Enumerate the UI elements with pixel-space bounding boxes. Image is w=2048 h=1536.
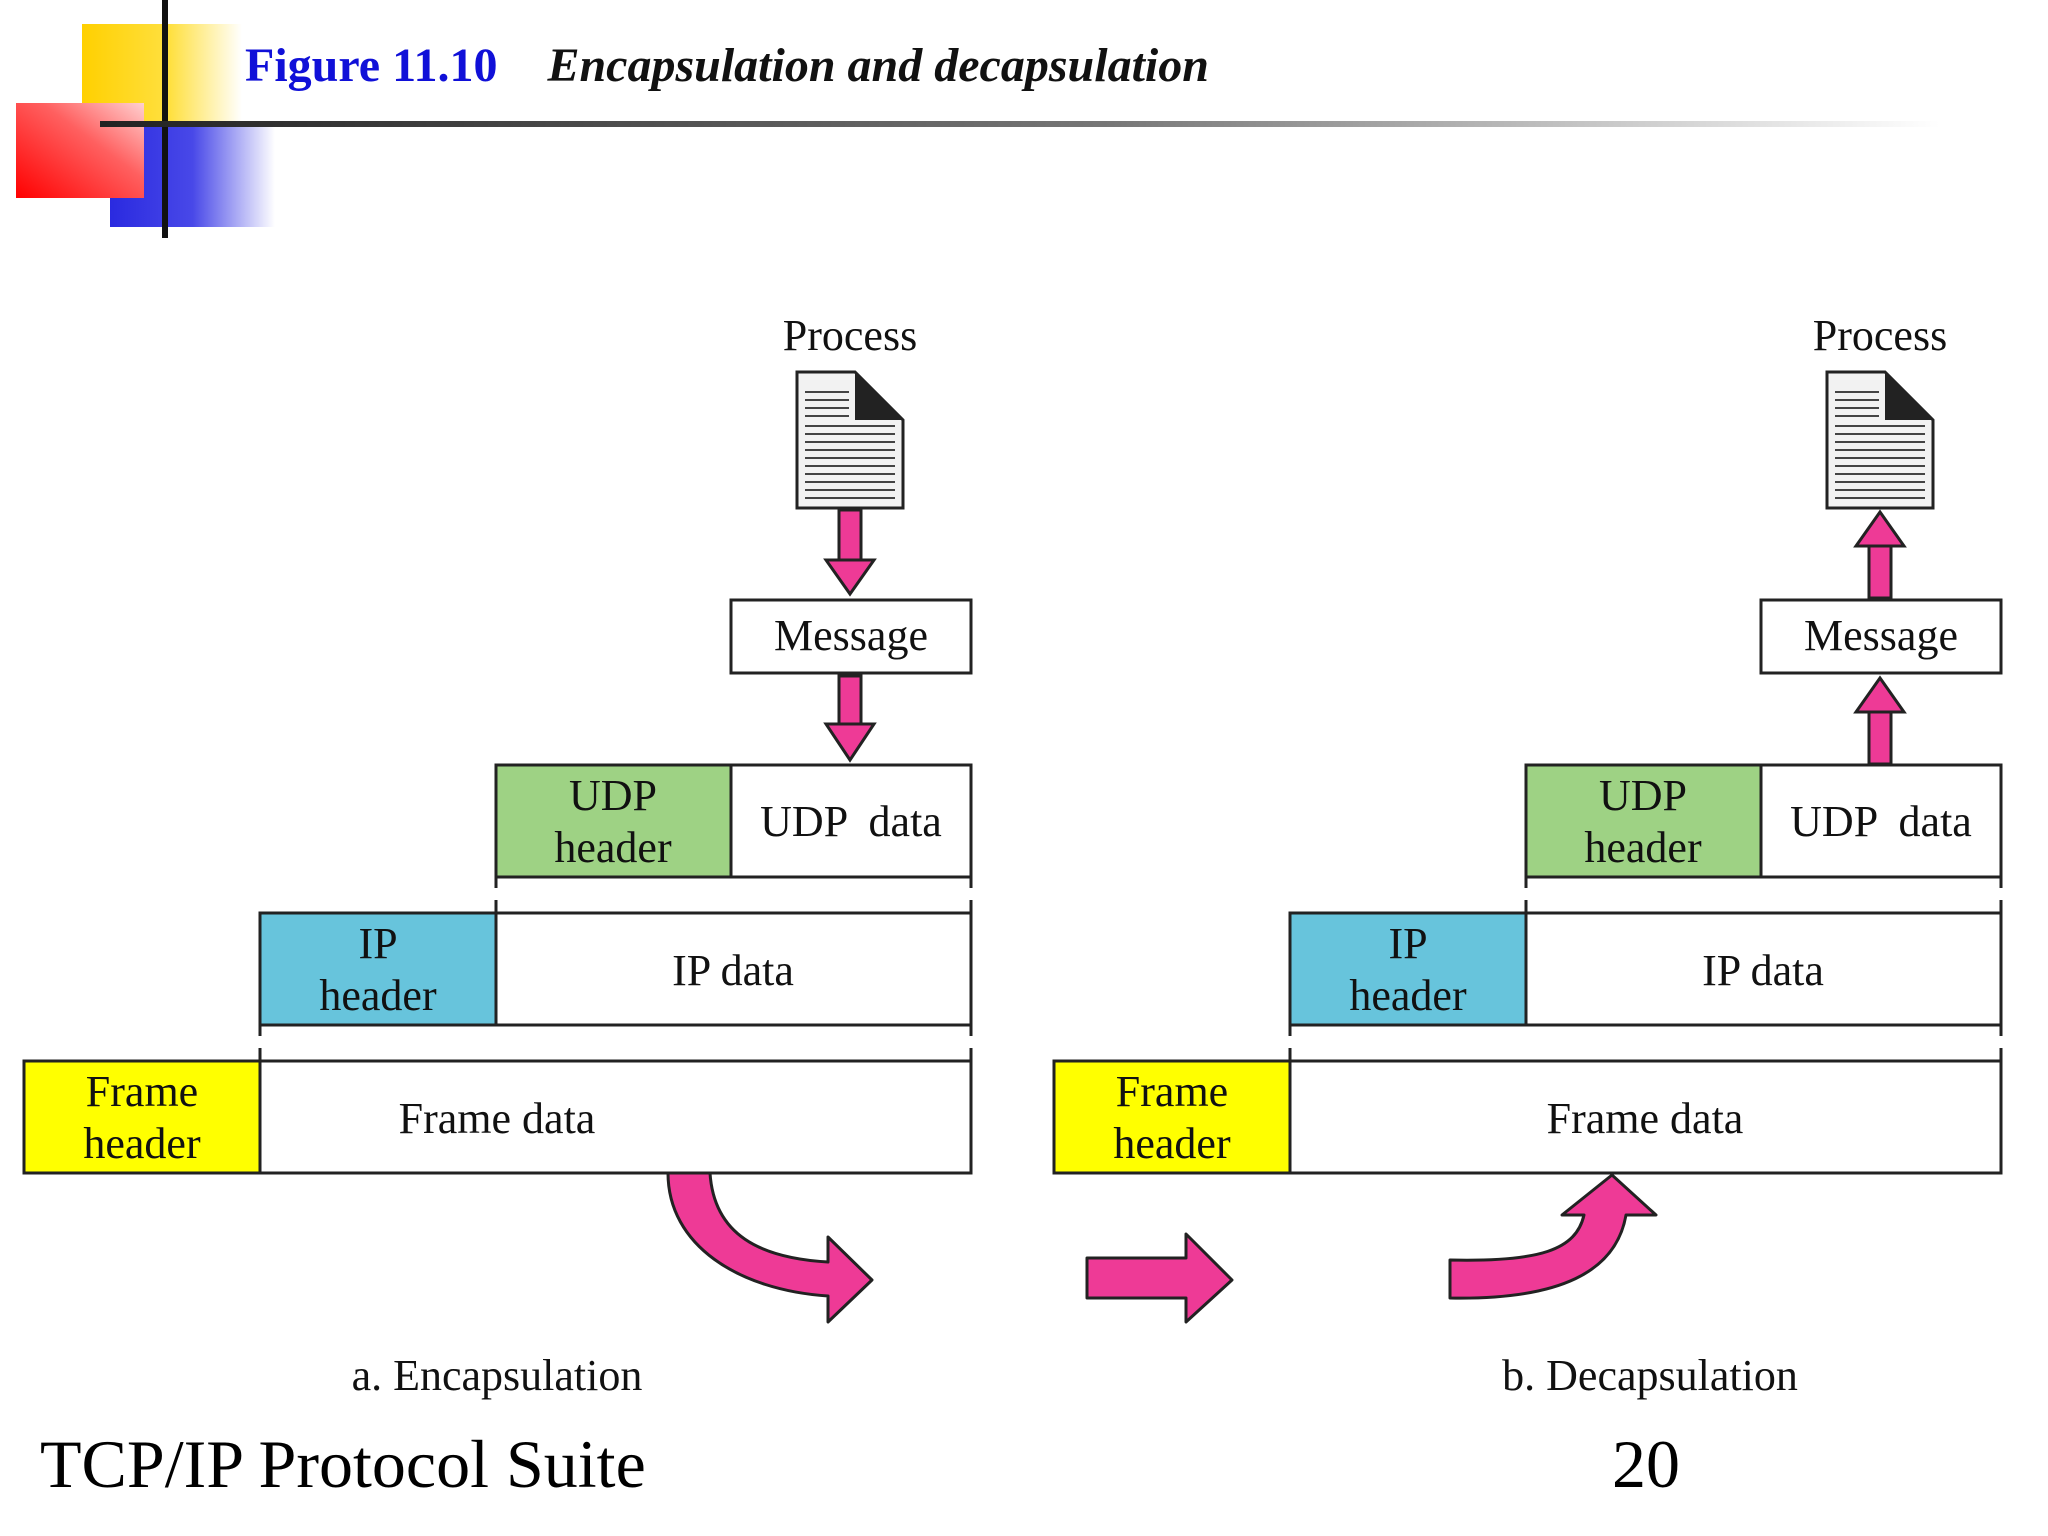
slide-decoration	[16, 0, 1940, 238]
enc-down-arrow-1	[823, 508, 877, 597]
dec-frame-header-line1: Frame	[1116, 1067, 1228, 1116]
title-rule	[100, 121, 1940, 127]
enc-frame-data	[258, 1059, 973, 1175]
dec-frame-data-label: Frame data	[1547, 1094, 1744, 1143]
dec-udp-header-line2: header	[1584, 823, 1702, 872]
dec-process-label: Process	[1813, 311, 1947, 360]
deco-red-block	[16, 103, 144, 198]
enc-ip-header-line1: IP	[358, 919, 397, 968]
deco-vertical-line	[162, 0, 168, 238]
enc-ip-header-line2: header	[319, 971, 437, 1020]
dec-udp-header-line1: UDP	[1599, 771, 1687, 820]
enc-udp-header-line2: header	[554, 823, 672, 872]
enc-udp-header-line1: UDP	[569, 771, 657, 820]
dec-ip-header-line2: header	[1349, 971, 1467, 1020]
enc-process-document-icon	[795, 370, 905, 510]
dec-ip-data-label: IP data	[1702, 946, 1824, 995]
enc-caption: a. Encapsulation	[352, 1351, 643, 1400]
enc-udp-data-label: UDP data	[760, 797, 942, 846]
dec-up-arrow-2	[1853, 675, 1907, 766]
enc-ip-data	[494, 911, 973, 1027]
enc-down-arrow-2	[823, 674, 877, 763]
enc-udp-header	[494, 763, 733, 879]
enc-udp-data	[729, 763, 973, 879]
figure-number: Figure 11.10	[245, 39, 498, 92]
dec-udp-data	[1759, 763, 2003, 879]
dec-ip-header-line1: IP	[1388, 919, 1427, 968]
dec-frame-header-line2: header	[1113, 1119, 1231, 1168]
enc-frame-data-label: Frame data	[399, 1094, 596, 1143]
enc-frame-header-line1: Frame	[86, 1067, 198, 1116]
enc-process-label: Process	[783, 311, 917, 360]
figure-title: Figure 11.10 Encapsulation and decapsulat…	[245, 38, 1209, 93]
dec-caption: b. Decapsulation	[1502, 1351, 1798, 1400]
page-number: 20	[1612, 1426, 1680, 1502]
enc-message-label: Message	[774, 611, 928, 660]
dec-curved-arrow	[1448, 1173, 1658, 1300]
encapsulation-panel: Process Message UDP header UDP data IP h…	[22, 311, 973, 1400]
middle-arrow	[1085, 1232, 1234, 1324]
decapsulation-panel: Process Message UDP header UDP data IP h…	[1052, 311, 2003, 1400]
dec-ip-data	[1524, 911, 2003, 1027]
figure-caption: Encapsulation and decapsulation	[547, 39, 1209, 92]
dec-process-document-icon	[1825, 370, 1935, 510]
dec-up-arrow-1	[1853, 509, 1907, 600]
enc-message-box	[729, 598, 973, 675]
enc-ip-data-label: IP data	[672, 946, 794, 995]
dec-message-label: Message	[1804, 611, 1958, 660]
enc-ip-header	[258, 911, 498, 1027]
footer-title: TCP/IP Protocol Suite	[40, 1426, 646, 1502]
enc-curved-arrow	[666, 1171, 874, 1324]
dec-frame-data	[1288, 1059, 2003, 1175]
dec-udp-data-label: UDP data	[1790, 797, 1972, 846]
enc-frame-header-line2: header	[83, 1119, 201, 1168]
dec-frame-header	[1052, 1059, 1292, 1175]
dec-message-box	[1759, 598, 2003, 675]
